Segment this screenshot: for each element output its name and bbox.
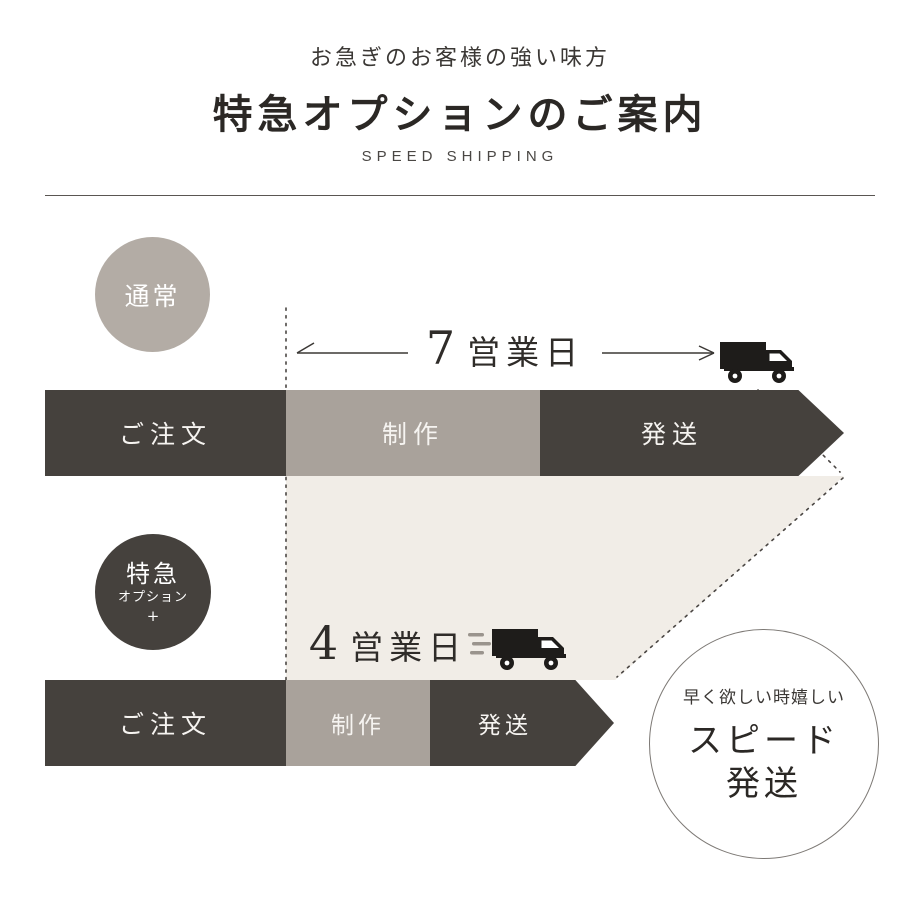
normal-step-order: ご注文	[45, 390, 286, 476]
speed-circle-caption: 早く欲しい時嬉しい	[683, 688, 845, 708]
speed-circle-title-line1: スピード	[688, 721, 840, 761]
express-duration-number: 4	[308, 616, 339, 670]
express-badge-plus: +	[146, 606, 160, 625]
express-badge-line2: オプション	[117, 590, 188, 606]
normal-step-order-label: ご注文	[118, 420, 212, 449]
normal-step-production: 制作	[286, 390, 540, 476]
normal-duration-unit: 営業日	[467, 333, 585, 372]
tagline: お急ぎのお客様の強い味方	[309, 46, 610, 71]
normal-badge-label: 通常	[124, 281, 181, 311]
express-badge-line1: 特急	[126, 559, 180, 588]
express-step-order-label: ご注文	[118, 710, 212, 739]
express-step-order: ご注文	[45, 680, 286, 766]
speed-circle-title-line2: 発送	[726, 763, 802, 804]
express-badge: 特急 オプション +	[95, 534, 211, 650]
normal-step-production-label: 制作	[381, 420, 444, 449]
speeding-delivery-truck-icon	[468, 629, 566, 670]
subtitle: SPEED SHIPPING	[361, 148, 559, 165]
express-step-production: 制作	[286, 680, 430, 766]
normal-step-shipping-arrow: 発送	[540, 390, 844, 476]
normal-badge: 通常	[95, 237, 210, 352]
speed-shipping-circle: 早く欲しい時嬉しい スピード 発送	[649, 629, 879, 859]
express-step-shipping-arrow: 発送	[430, 680, 614, 766]
express-step-shipping-label: 発送	[478, 713, 532, 739]
express-step-production-label: 制作	[331, 713, 385, 739]
normal-duration: 7 営業日	[300, 323, 710, 373]
express-duration-unit: 営業日	[350, 628, 468, 667]
express-duration: 4 営業日	[288, 620, 488, 666]
delivery-truck-icon	[720, 342, 794, 383]
normal-step-shipping-label: 発送	[640, 420, 703, 449]
normal-duration-number: 7	[425, 321, 456, 375]
divider	[45, 195, 875, 196]
page-title: 特急オプションのご案内	[212, 91, 708, 138]
